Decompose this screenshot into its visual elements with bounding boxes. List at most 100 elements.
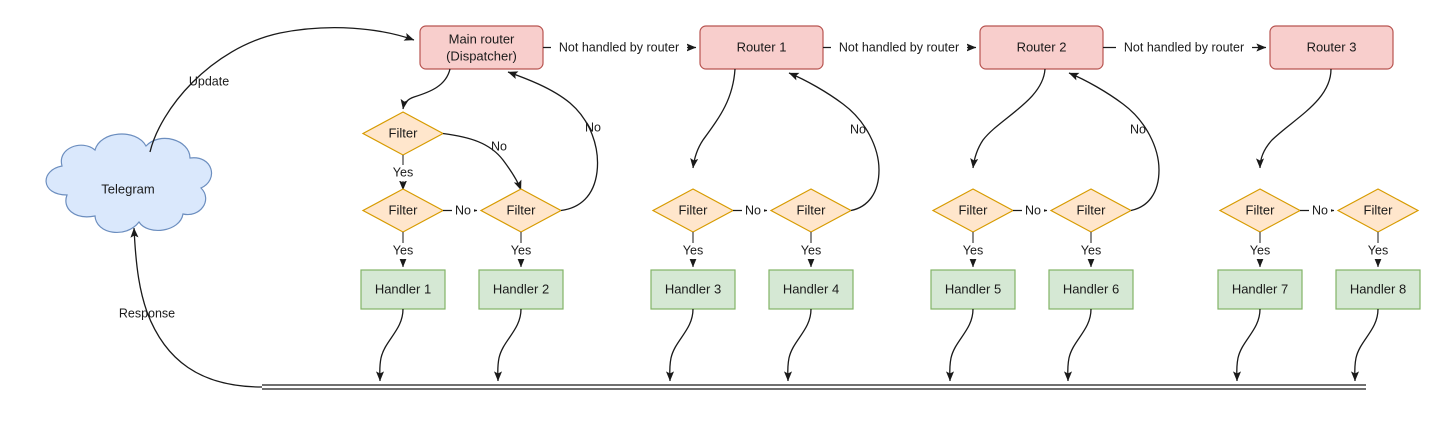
edge-label-no-3: No <box>585 120 601 134</box>
handler-node-3[interactable]: Handler 3 <box>650 269 736 310</box>
router-node-1[interactable]: Router 1 <box>699 25 824 70</box>
handler-1-label: Handler 1 <box>375 281 431 296</box>
handler-3-box <box>650 269 736 310</box>
handler-node-5[interactable]: Handler 5 <box>930 269 1016 310</box>
edge-label-not-handled-2: Not handled by router <box>839 40 959 54</box>
handler-3-label: Handler 3 <box>665 281 721 296</box>
edge-label-yes-9-bg <box>1365 243 1392 259</box>
router-main-label-line2: (Dispatcher) <box>446 48 517 63</box>
handler-6-label: Handler 6 <box>1063 281 1119 296</box>
edge-label-yes-7: Yes <box>1081 243 1101 257</box>
edge-label-yes-3-bg <box>508 243 535 259</box>
edge-filter5-no-back <box>788 72 880 212</box>
edge-label-yes-6-bg <box>960 243 987 259</box>
edge-label-yes-2-bg <box>390 243 417 259</box>
handler-node-2[interactable]: Handler 2 <box>478 269 564 310</box>
filter-9-label: Filter <box>1364 202 1394 217</box>
handler-node-6[interactable]: Handler 6 <box>1048 269 1134 310</box>
handler-4-label: Handler 4 <box>783 281 839 296</box>
edge-label-yes-4-bg <box>680 243 707 259</box>
filter-node-8[interactable]: Filter <box>1218 188 1302 233</box>
handler-8-label: Handler 8 <box>1350 281 1406 296</box>
handler-node-8[interactable]: Handler 8 <box>1335 269 1421 310</box>
edge-label-yes-5-bg <box>798 243 825 259</box>
edge-label-yes-8: Yes <box>1250 243 1270 257</box>
edge-label-yes-3: Yes <box>511 243 531 257</box>
edge-handler4-to-collector <box>783 308 812 382</box>
filter-node-2[interactable]: Filter <box>361 188 445 233</box>
edge-label-yes-1-text: Yes <box>393 165 413 179</box>
edge-label-not-handled-1-bg <box>551 39 687 56</box>
router-node-2[interactable]: Router 2 <box>979 25 1104 70</box>
router-main-label-line1: Main router <box>449 31 515 46</box>
filter-node-9[interactable]: Filter <box>1336 188 1420 233</box>
edge-label-yes-4: Yes <box>683 243 703 257</box>
filter-6-label: Filter <box>959 202 989 217</box>
filter-node-4[interactable]: Filter <box>651 188 735 233</box>
filter-5-label: Filter <box>797 202 827 217</box>
edge-handler3-to-collector <box>665 308 694 382</box>
filter-node-5[interactable]: Filter <box>769 188 853 233</box>
filter-1-label: Filter <box>389 125 419 140</box>
filter-4-label: Filter <box>679 202 709 217</box>
edge-label-no-6: No <box>1025 203 1041 217</box>
handler-node-7[interactable]: Handler 7 <box>1217 269 1303 310</box>
edge-label-no-2-bg <box>452 203 474 219</box>
edge-label-not-handled-2-bg <box>831 39 967 56</box>
edge-label-not-handled-1: Not handled by router <box>559 40 679 54</box>
edge-label-yes-9: Yes <box>1368 243 1388 257</box>
edge-label-yes-1-bg <box>390 165 417 181</box>
filter-3-label: Filter <box>507 202 537 217</box>
router-node-3[interactable]: Router 3 <box>1269 25 1394 70</box>
edge-label-response: Response <box>119 306 175 320</box>
handler-1-box <box>360 269 446 310</box>
edge-label-no-7: No <box>1130 122 1146 136</box>
edge-handler8-to-collector <box>1350 308 1379 382</box>
filter-node-6[interactable]: Filter <box>931 188 1015 233</box>
edge-label-not-handled-3: Not handled by router <box>1124 40 1244 54</box>
filter-node-1[interactable]: Filter <box>361 111 445 156</box>
edge-label-yes-2: Yes <box>393 243 413 257</box>
filter-2-label: Filter <box>389 202 419 217</box>
edge-label-no-2: No <box>455 203 471 217</box>
filter-node-7[interactable]: Filter <box>1049 188 1133 233</box>
edge-label-no-4: No <box>745 203 761 217</box>
handler-7-box <box>1217 269 1303 310</box>
edge-filter7-no-back <box>1068 72 1160 212</box>
handler-node-4[interactable]: Handler 4 <box>768 269 854 310</box>
telegram-cloud-node[interactable]: Telegram <box>45 133 212 234</box>
edge-update <box>149 27 415 153</box>
edge-router1-to-filter4 <box>690 68 736 169</box>
edge-label-no-4-bg <box>742 203 764 219</box>
edge-label-yes-7-bg <box>1078 243 1105 259</box>
router-3-label: Router 3 <box>1307 39 1357 54</box>
edge-label-no-8-bg <box>1309 203 1331 219</box>
edge-label-no-5: No <box>850 122 866 136</box>
edge-router3-to-filter8 <box>1255 68 1332 169</box>
edge-label-update: Update <box>189 74 229 88</box>
edge-handler1-to-collector <box>375 308 404 382</box>
router-2-label: Router 2 <box>1017 39 1067 54</box>
handler-2-label: Handler 2 <box>493 281 549 296</box>
router-node-main[interactable]: Main router (Dispatcher) <box>419 25 544 70</box>
edge-label-yes-5: Yes <box>801 243 821 257</box>
handler-node-1[interactable]: Handler 1 <box>360 269 446 310</box>
telegram-label: Telegram <box>101 181 154 196</box>
edge-label-no-1: No <box>491 139 507 153</box>
edge-response <box>130 227 263 388</box>
handler-8-box <box>1335 269 1421 310</box>
handler-5-box <box>930 269 1016 310</box>
edge-handler6-to-collector <box>1063 308 1092 382</box>
handler-7-label: Handler 7 <box>1232 281 1288 296</box>
edge-label-not-handled-3-bg <box>1116 39 1252 56</box>
edge-mainrouter-to-filter1 <box>400 68 451 110</box>
edge-label-yes-6: Yes <box>963 243 983 257</box>
handler-5-label: Handler 5 <box>945 281 1001 296</box>
cloud-icon <box>45 133 212 234</box>
edge-router2-to-filter6 <box>970 68 1046 169</box>
edge-label-yes-8-bg <box>1247 243 1274 259</box>
filter-node-3[interactable]: Filter <box>479 188 563 233</box>
filter-7-label: Filter <box>1077 202 1107 217</box>
edge-filter3-no-back <box>507 71 599 212</box>
